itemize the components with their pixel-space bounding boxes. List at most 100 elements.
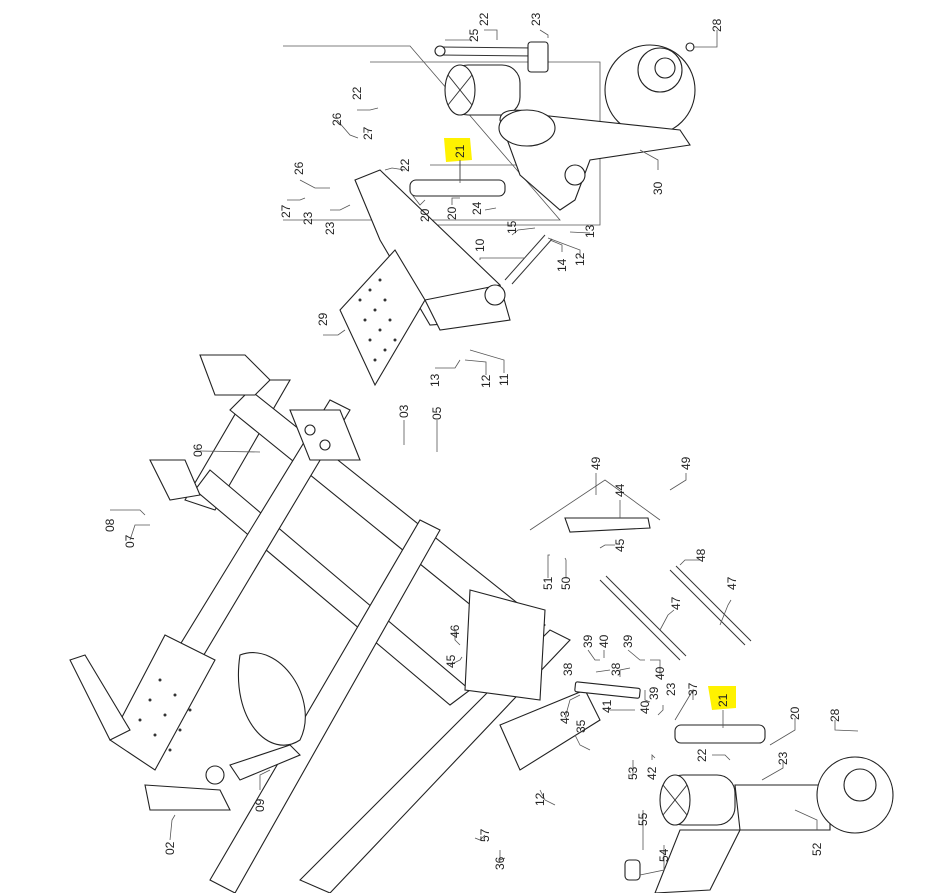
part-label-23: 23 <box>529 12 543 26</box>
part-label-14: 14 <box>555 258 569 272</box>
part-label-20: 20 <box>445 206 459 220</box>
part-label-46: 46 <box>448 624 462 638</box>
part-label-49: 49 <box>589 456 603 470</box>
part-label-22: 22 <box>398 158 412 172</box>
part-label-20: 20 <box>418 208 432 222</box>
group-outline-torque-rods <box>529 479 661 531</box>
part-label-28: 28 <box>710 18 724 32</box>
part-labels: 22 23 28 25 22 26 27 21 22 26 27 23 23 2… <box>103 12 842 870</box>
part-label-23: 23 <box>664 682 678 696</box>
part-label-15: 15 <box>505 220 519 234</box>
part-label-21-highlighted: 21 <box>716 693 730 707</box>
part-label-30: 30 <box>651 181 665 195</box>
part-label-44: 44 <box>613 483 627 497</box>
part-label-43: 43 <box>558 710 572 724</box>
part-label-51: 51 <box>541 576 555 590</box>
bracket-44 <box>564 517 651 533</box>
part-label-53: 53 <box>626 766 640 780</box>
part-label-29: 29 <box>316 312 330 326</box>
part-label-13: 13 <box>583 224 597 238</box>
part-label-12: 12 <box>573 252 587 266</box>
part-label-57: 57 <box>478 828 492 842</box>
part-label-55: 55 <box>636 812 650 826</box>
main-frame <box>139 354 571 893</box>
part-label-05: 05 <box>430 406 444 420</box>
part-label-40: 40 <box>638 700 652 714</box>
part-label-37: 37 <box>686 682 700 696</box>
part-label-27: 27 <box>279 204 293 218</box>
part-label-12: 12 <box>533 792 547 806</box>
air-spring-lower <box>659 774 736 826</box>
part-label-49: 49 <box>679 456 693 470</box>
part-label-23: 23 <box>301 211 315 225</box>
part-label-22: 22 <box>695 748 709 762</box>
upper-assembly <box>283 41 696 387</box>
part-label-10: 10 <box>473 238 487 252</box>
air-spring-upper <box>444 64 521 116</box>
lower-right-assembly <box>499 479 894 893</box>
axle-beam-52 <box>734 784 831 831</box>
wheel-hub-lower <box>816 756 894 834</box>
wheel-hub-upper <box>604 42 696 136</box>
part-label-39: 39 <box>621 634 635 648</box>
link-09 <box>229 744 301 781</box>
part-label-50: 50 <box>559 576 573 590</box>
part-label-40: 40 <box>597 634 611 648</box>
highlight-part-21-upper <box>444 138 472 162</box>
part-label-02: 02 <box>163 841 177 855</box>
side-plate <box>238 652 306 746</box>
part-label-20: 20 <box>788 706 802 720</box>
part-label-23: 23 <box>323 221 337 235</box>
part-label-13: 13 <box>428 373 442 387</box>
perforated-plate-upper <box>339 249 426 387</box>
part-label-26: 26 <box>330 112 344 126</box>
swing-arm <box>354 169 553 331</box>
part-label-39: 39 <box>581 634 595 648</box>
part-label-23: 23 <box>776 751 790 765</box>
part-label-39: 39 <box>647 686 661 700</box>
arm-02 <box>144 784 231 811</box>
part-label-08: 08 <box>103 518 117 532</box>
leader-lines <box>110 29 859 876</box>
part-label-38: 38 <box>561 662 575 676</box>
part-label-36: 36 <box>493 856 507 870</box>
tow-hitch-plate <box>289 409 361 461</box>
damper-cylinder-lower <box>674 724 766 744</box>
trailing-arm-upper <box>498 109 691 211</box>
part-label-38: 38 <box>609 662 623 676</box>
part-label-40: 40 <box>653 666 667 680</box>
part-label-52: 52 <box>810 842 824 856</box>
part-label-27: 27 <box>361 126 375 140</box>
part-label-06: 06 <box>191 443 205 457</box>
part-label-07: 07 <box>123 534 137 548</box>
part-label-41: 41 <box>600 699 614 713</box>
part-label-03: 03 <box>397 404 411 418</box>
part-label-54: 54 <box>657 848 671 862</box>
bracket-plate-12 <box>499 689 601 771</box>
part-label-35: 35 <box>574 719 588 733</box>
part-label-45: 45 <box>444 654 458 668</box>
part-label-47: 47 <box>669 596 683 610</box>
cross-member-box <box>464 589 546 701</box>
part-label-09: 09 <box>253 798 267 812</box>
part-label-26: 26 <box>292 161 306 175</box>
part-label-21-highlighted: 21 <box>453 144 467 158</box>
part-label-48: 48 <box>694 548 708 562</box>
tie-rod-upper <box>434 41 549 73</box>
perforated-plate-lower <box>109 634 216 771</box>
highlight-part-21-lower <box>708 686 736 710</box>
part-label-25: 25 <box>467 28 481 42</box>
lower-left-assembly <box>69 634 301 811</box>
part-label-28: 28 <box>828 708 842 722</box>
part-label-22: 22 <box>350 86 364 100</box>
part-label-42: 42 <box>645 766 659 780</box>
part-label-45: 45 <box>613 538 627 552</box>
part-label-11: 11 <box>497 373 511 386</box>
part-label-47: 47 <box>725 576 739 590</box>
hitch-bracket-left <box>199 354 271 396</box>
part-label-22: 22 <box>477 12 491 26</box>
hitch-bracket-right <box>149 459 201 501</box>
part-label-24: 24 <box>470 201 484 215</box>
